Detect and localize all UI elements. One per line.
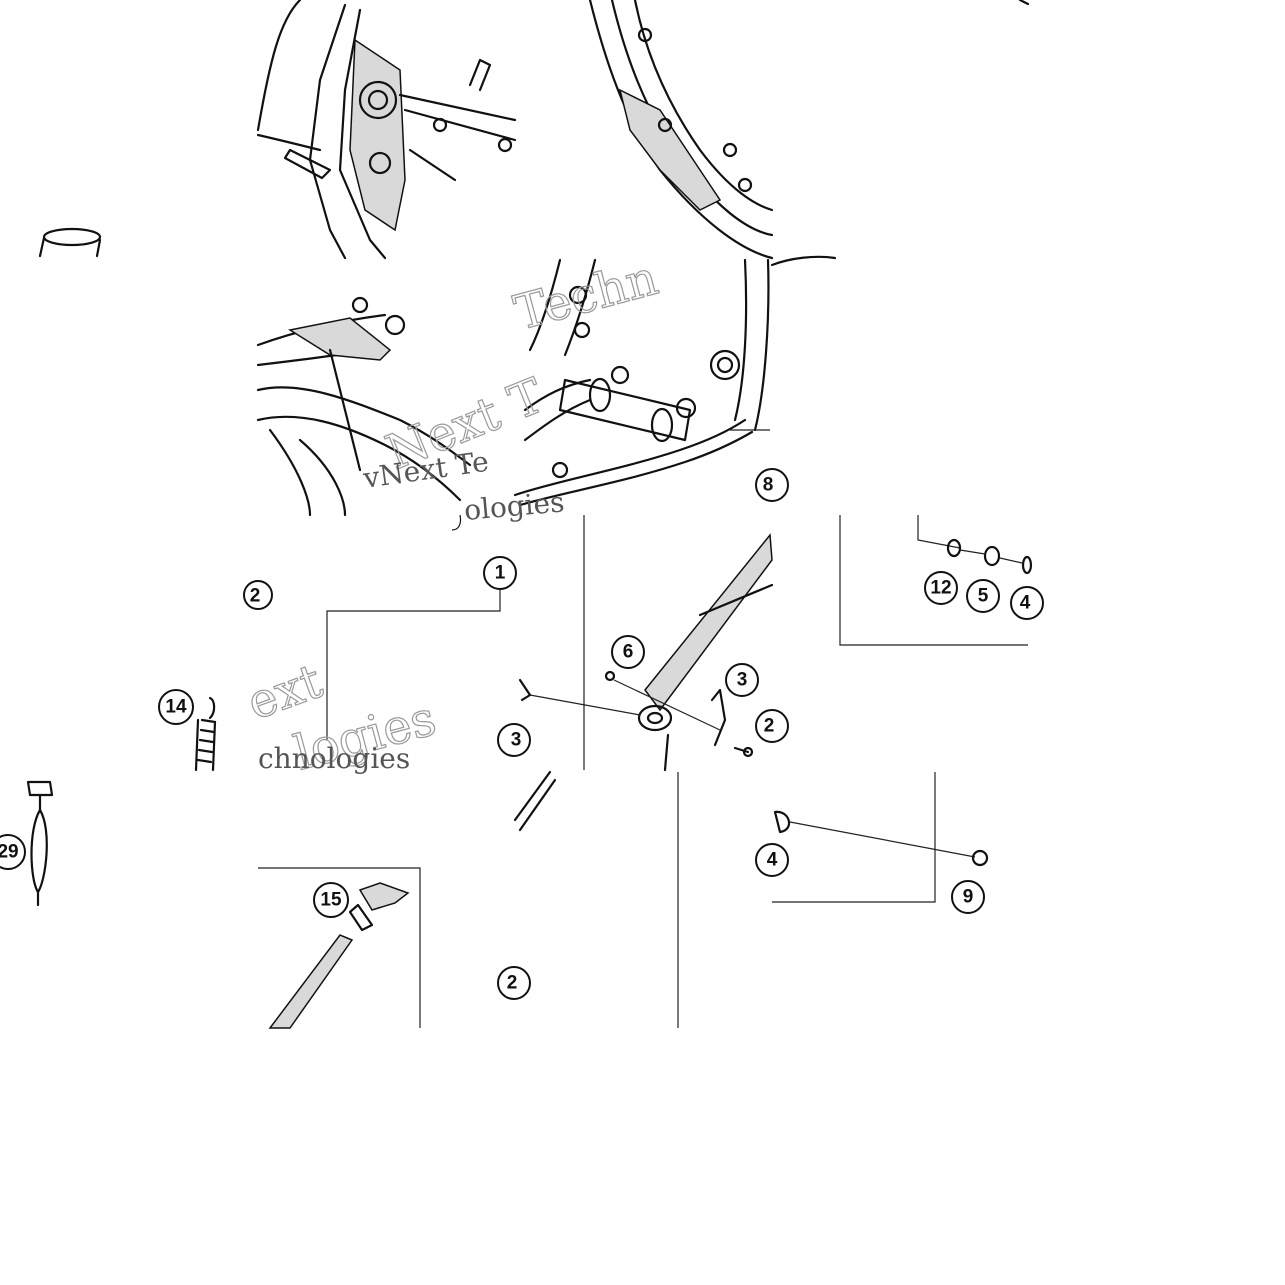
- callout-29: 29: [0, 834, 26, 870]
- callout-9: 9: [951, 880, 985, 914]
- svg-text:29: 29: [0, 842, 19, 863]
- svg-text:2: 2: [507, 973, 518, 994]
- svg-text:4: 4: [1020, 593, 1031, 614]
- watermark-line8: vNext Te: [360, 445, 490, 495]
- callout-3: 3: [725, 663, 759, 697]
- plug-drawing: [38, 227, 102, 258]
- callout-4b: 4: [755, 843, 789, 877]
- callout-2c: 2: [497, 966, 531, 1000]
- rubber-foot-drawing: [348, 882, 410, 932]
- frame-upper-left-drawing: [256, 0, 517, 260]
- callout-2b: 2: [755, 709, 789, 743]
- callout-3b: 3: [497, 723, 531, 757]
- svg-text:3: 3: [511, 730, 522, 751]
- svg-text:2: 2: [250, 586, 261, 607]
- watermark-line3: Techn: [509, 250, 664, 342]
- frame-middle-left-drawing: [256, 296, 472, 531]
- bolt-9-drawing: [773, 810, 989, 867]
- watermark-line2: chnologies: [258, 742, 410, 775]
- svg-text:15: 15: [320, 890, 342, 911]
- leader-line-right-box: [839, 515, 1028, 646]
- svg-text:14: 14: [165, 697, 187, 718]
- leader-line-9: [772, 772, 936, 903]
- leader-line-12: [917, 515, 961, 549]
- callout-15: 15: [313, 882, 349, 918]
- leader-line-15-box: [258, 867, 421, 1028]
- svg-text:9: 9: [963, 887, 974, 908]
- spring-14-drawing: [194, 696, 217, 772]
- svg-text:1: 1: [495, 563, 506, 584]
- callout-4: 4: [1010, 586, 1044, 620]
- tool-29-drawing: [26, 780, 54, 907]
- side-stand-drawing: [529, 533, 774, 772]
- frame-center-drawing: [513, 258, 770, 507]
- callout-1: 1: [483, 556, 517, 590]
- svg-text:5: 5: [978, 586, 989, 607]
- svg-text:2: 2: [764, 716, 775, 737]
- washer-set: [946, 538, 1033, 575]
- svg-text:4: 4: [767, 850, 778, 871]
- svg-text:8: 8: [763, 475, 774, 496]
- leader-line-1: [326, 590, 501, 740]
- watermark-line7: ologies: [463, 485, 566, 527]
- callout-8: 8: [755, 468, 789, 502]
- callout-12: 12: [924, 571, 958, 605]
- callout-2a: 2: [243, 580, 273, 610]
- frame-rail-edge: [770, 255, 837, 267]
- lower-stand-drawing: [268, 770, 557, 1029]
- svg-text:12: 12: [930, 578, 951, 599]
- bracket-pin: [518, 678, 532, 702]
- frame-corner-mark: [1018, 0, 1030, 6]
- svg-text:3: 3: [737, 670, 748, 691]
- callout-14: 14: [158, 689, 194, 725]
- callout-5: 5: [966, 579, 1000, 613]
- svg-text:6: 6: [623, 642, 634, 663]
- frame-upper-right-drawing: [588, 0, 774, 260]
- callout-6: 6: [611, 635, 645, 669]
